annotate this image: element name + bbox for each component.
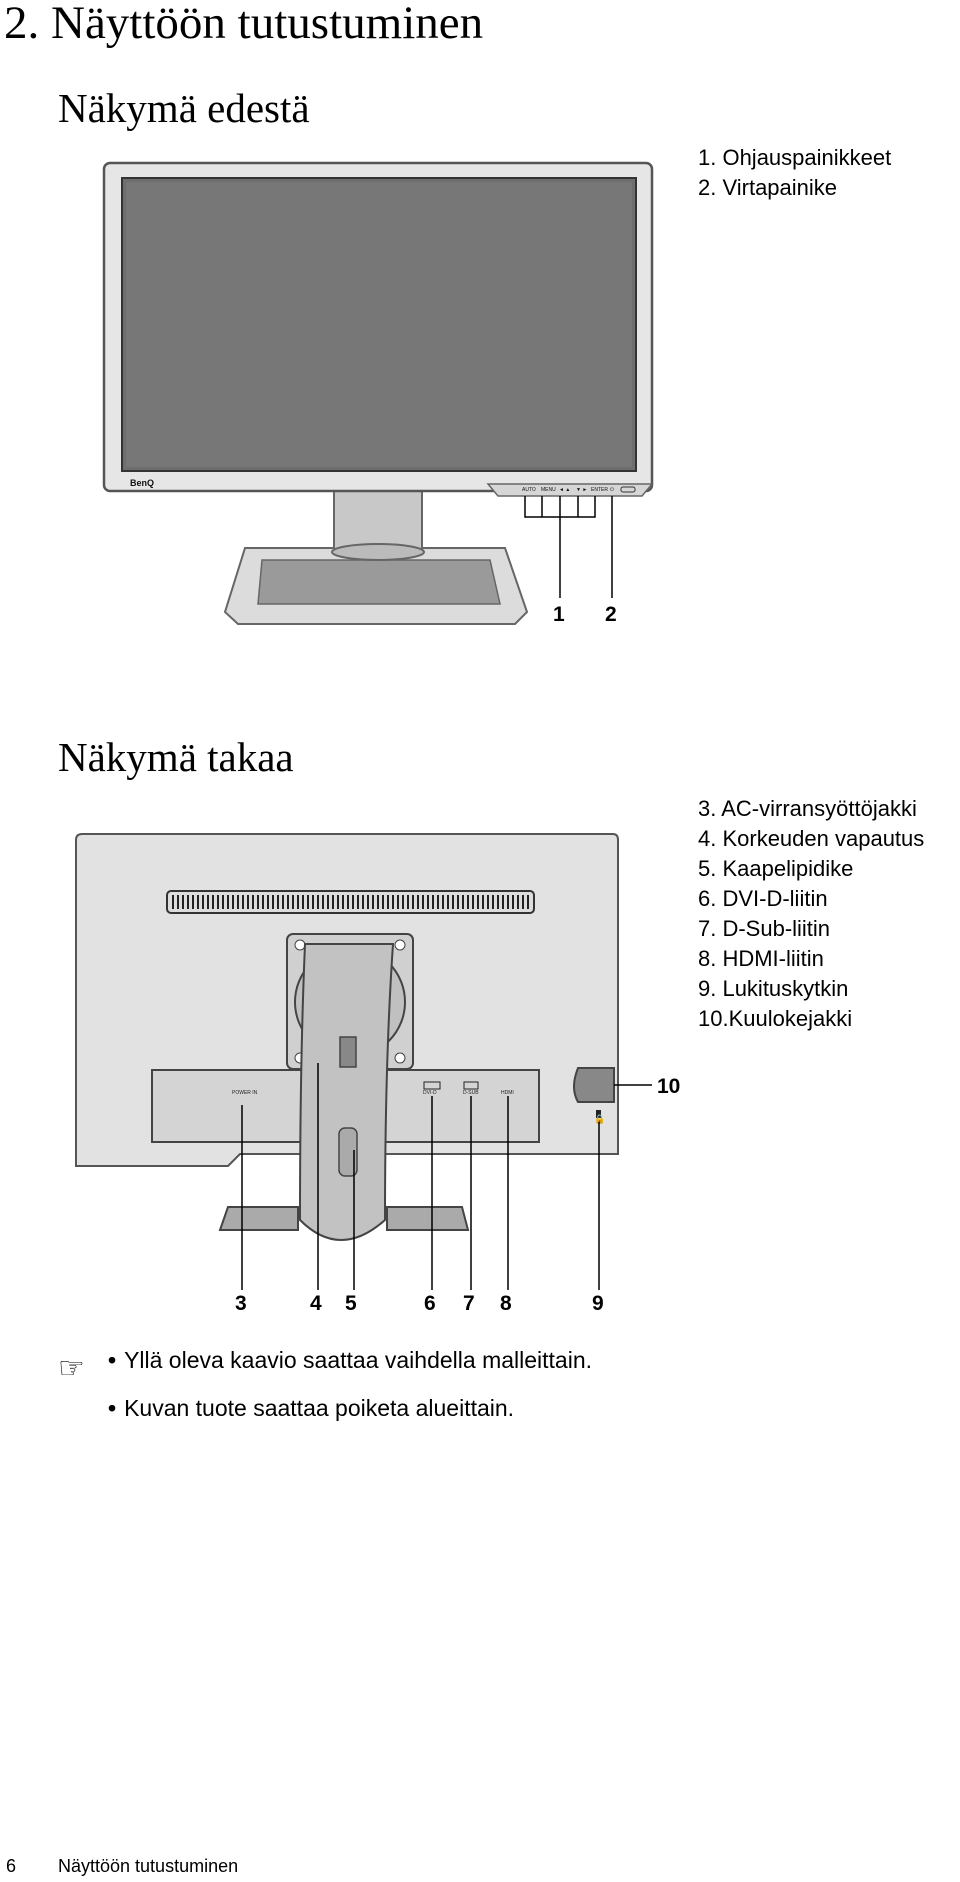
callout-9: 9 (592, 1292, 604, 1315)
legend-item: 1. Ohjauspainikkeet (698, 145, 892, 170)
page-title: 2. Näyttöön tutustuminen (4, 0, 484, 49)
callout-10: 10 (657, 1075, 680, 1098)
button-label: MENU (541, 487, 556, 493)
callout-5: 5 (345, 1292, 357, 1315)
callout-3: 3 (235, 1292, 247, 1315)
monitor-back-illustration: POWER IN DVI-D D-SUB HDMI 🔒 3 4 5 6 7 8 … (75, 833, 680, 1315)
port-label-power: POWER IN (232, 1090, 258, 1096)
legend-item: 7. D-Sub-liitin (698, 916, 831, 941)
back-legend: 3. AC-virransyöttöjakki 4. Korkeuden vap… (698, 794, 924, 1034)
callout-7: 7 (463, 1292, 475, 1315)
cable-holder (338, 1127, 358, 1177)
callout-1: 1 (553, 603, 565, 626)
monitor-front-illustration: BenQ AUTO MENU ◄ ▲ ▼ ► ENTER ⏻ 1 2 (102, 161, 654, 626)
note-item: Yllä oleva kaavio saattaa vaihdella mall… (108, 1345, 592, 1393)
height-release-pin (339, 1036, 357, 1068)
footer-page-number: 6 (6, 1856, 17, 1876)
legend-item: 6. DVI-D-liitin (698, 886, 828, 911)
notes-list: Yllä oleva kaavio saattaa vaihdella mall… (108, 1345, 592, 1441)
note-item: Kuvan tuote saattaa poiketa alueittain. (108, 1393, 592, 1441)
dvi-port-icon (423, 1081, 441, 1090)
legend-item: 9. Lukituskytkin (698, 976, 849, 1001)
button-label: ENTER (591, 487, 608, 493)
callout-4: 4 (310, 1292, 322, 1315)
button-label: ◄ ▲ (559, 487, 570, 493)
lock-slot-icon (596, 1110, 601, 1118)
callout-6: 6 (424, 1292, 436, 1315)
button-label: ▼ ► (576, 487, 587, 493)
port-label-dvi: DVI-D (423, 1090, 437, 1096)
control-button-labels: AUTO MENU ◄ ▲ ▼ ► ENTER ⏻ (522, 487, 614, 493)
brand-logo: BenQ (130, 478, 154, 488)
callout-2: 2 (605, 603, 617, 626)
legend-item: 3. AC-virransyöttöjakki (698, 796, 917, 821)
front-legend: 1. Ohjauspainikkeet 2. Virtapainike (698, 143, 891, 203)
dsub-port-icon (463, 1081, 479, 1090)
lock-icon: 🔒 (594, 1114, 605, 1124)
callout-8: 8 (500, 1292, 512, 1315)
legend-item: 10.Kuulokejakki (698, 1006, 853, 1031)
pointing-hand-icon: ☞ (58, 1352, 85, 1385)
footer-text: Näyttöön tutustuminen (58, 1856, 239, 1876)
port-label-dsub: D-SUB (463, 1090, 479, 1096)
port-label-hdmi: HDMI (501, 1090, 514, 1096)
legend-item: 2. Virtapainike (698, 175, 838, 200)
front-view-heading: Näkymä edestä (58, 85, 310, 131)
back-view-heading: Näkymä takaa (58, 734, 294, 780)
legend-item: 8. HDMI-liitin (698, 946, 824, 971)
power-led-icon (620, 486, 636, 493)
legend-item: 5. Kaapelipidike (698, 856, 854, 881)
button-label: AUTO (522, 487, 536, 493)
power-icon: ⏻ (610, 487, 614, 493)
legend-item: 4. Korkeuden vapautus (698, 826, 925, 851)
